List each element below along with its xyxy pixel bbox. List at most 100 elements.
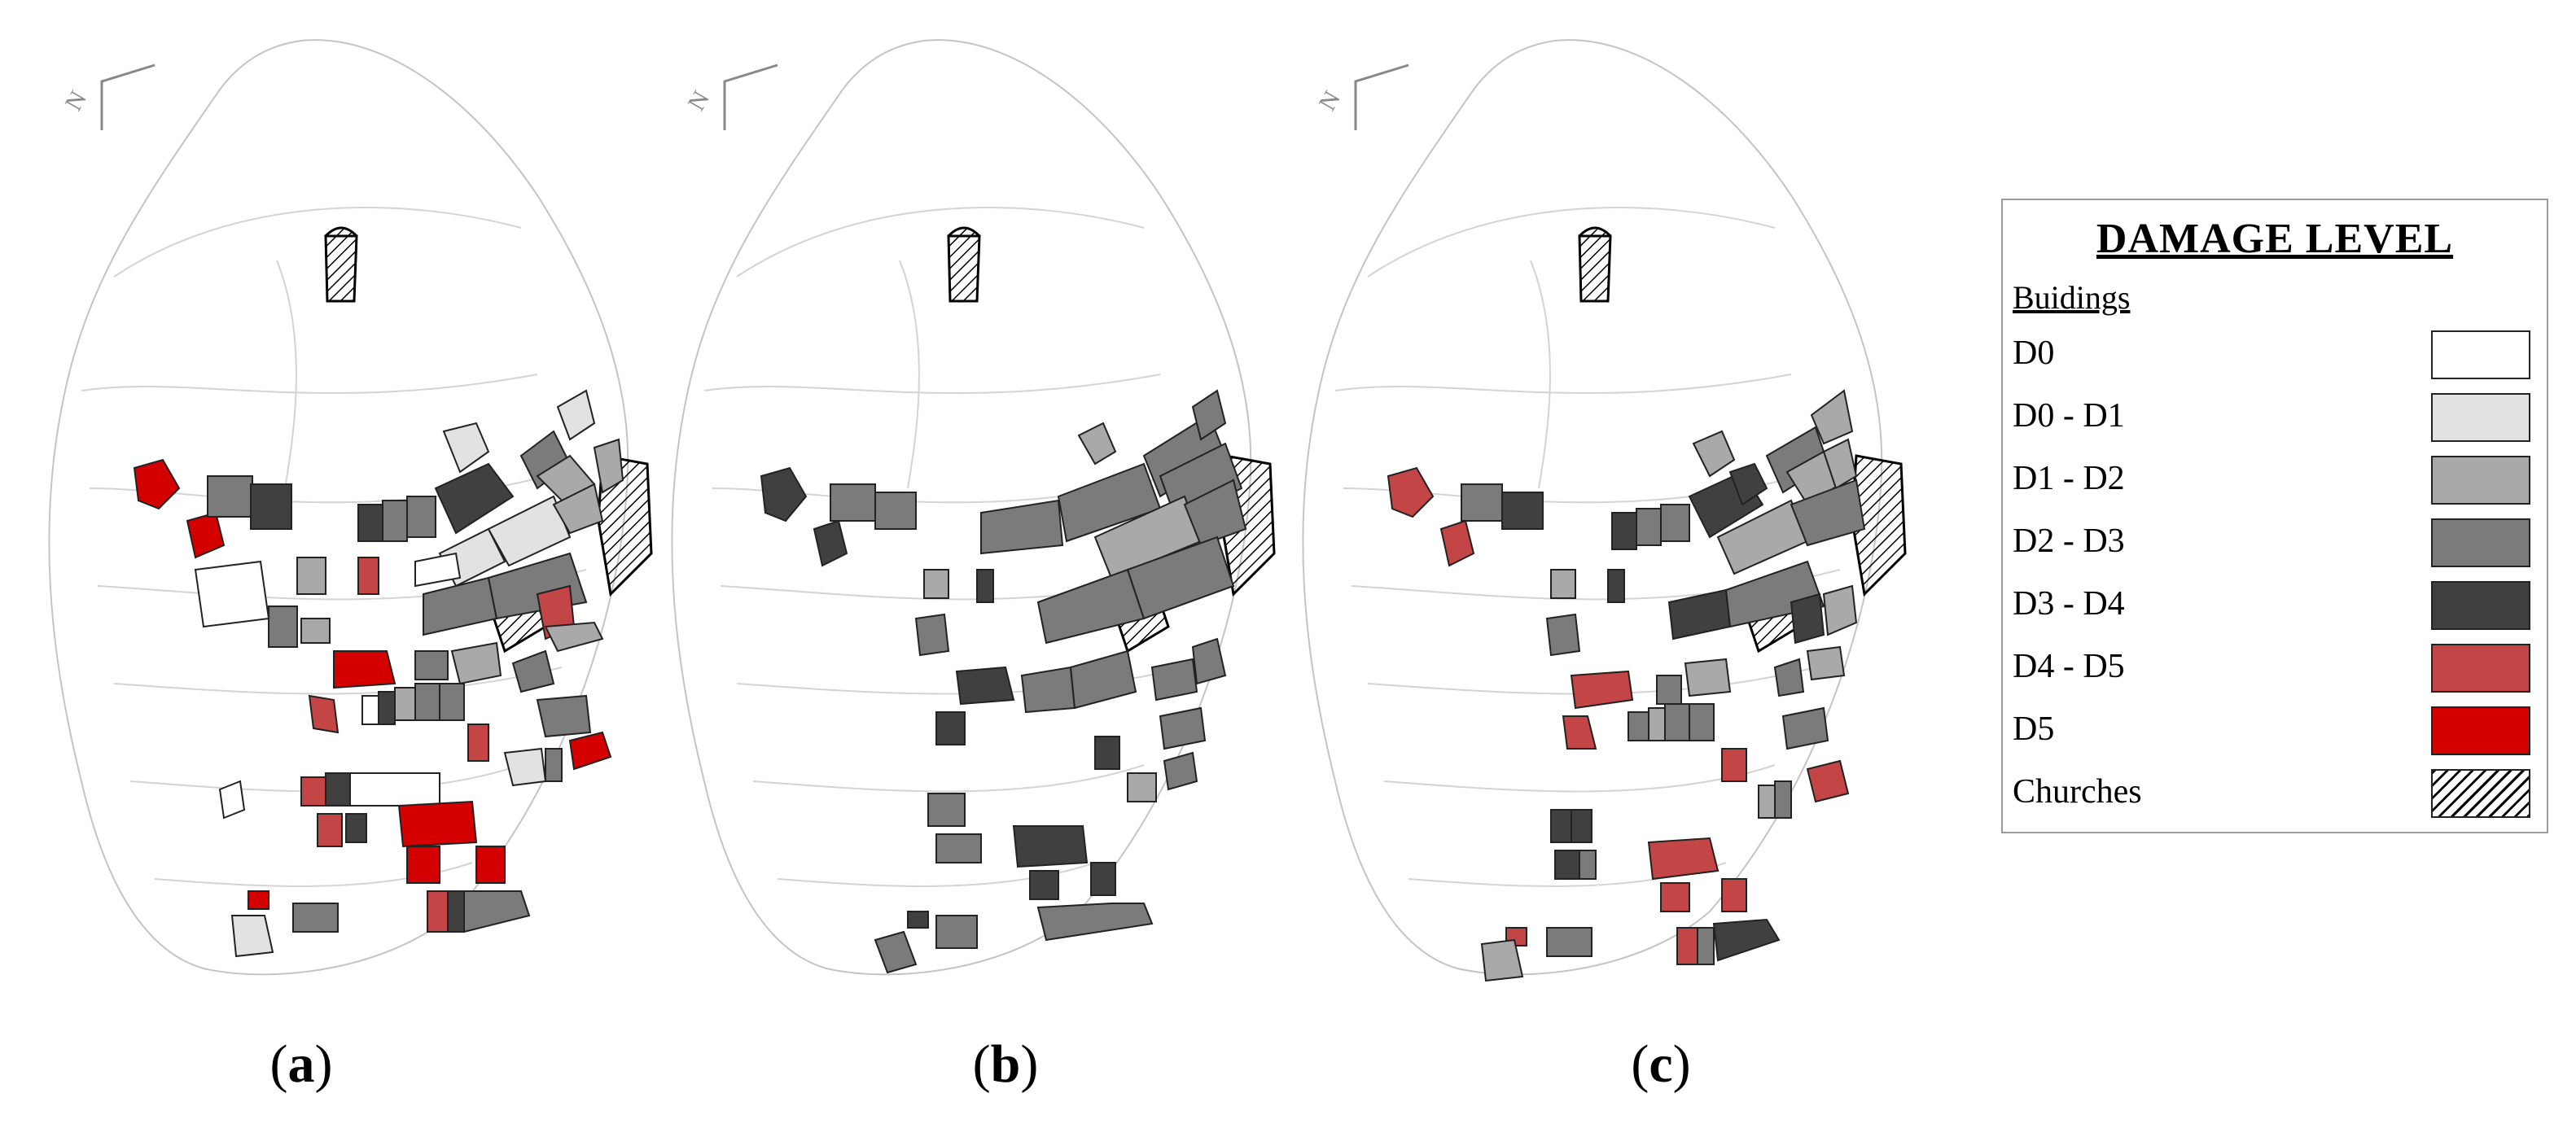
building	[935, 833, 982, 863]
building	[427, 890, 449, 933]
building	[218, 780, 246, 820]
legend-title: DAMAGE LEVEL	[2096, 216, 2454, 262]
map-panel-a: N	[33, 33, 668, 993]
building	[760, 466, 808, 522]
building	[1822, 584, 1858, 636]
building	[1029, 870, 1059, 900]
building	[406, 846, 440, 884]
building	[1697, 927, 1715, 965]
caption-a: (a)	[269, 1034, 333, 1094]
building	[1774, 780, 1792, 819]
building	[552, 483, 604, 535]
legend-swatch	[2431, 644, 2530, 693]
building	[980, 499, 1064, 555]
building	[1090, 862, 1116, 896]
north-label: N	[60, 86, 92, 115]
north-arrow-icon: N	[683, 63, 778, 130]
building	[1191, 637, 1227, 685]
building	[1806, 645, 1846, 681]
building	[186, 511, 226, 559]
building	[1647, 837, 1720, 881]
building	[1183, 479, 1247, 547]
building	[349, 772, 440, 807]
building	[1387, 466, 1435, 518]
building	[268, 605, 298, 648]
building	[976, 569, 994, 603]
building	[1077, 422, 1117, 466]
building	[1721, 748, 1747, 782]
building	[1545, 613, 1581, 657]
building	[250, 483, 292, 530]
buildings-c	[1387, 389, 1866, 982]
legend-item: D0 - D1	[2013, 385, 2530, 447]
building	[230, 915, 274, 958]
building	[361, 695, 379, 725]
building	[1660, 504, 1690, 542]
building	[511, 649, 555, 693]
building	[874, 492, 917, 530]
building	[935, 915, 978, 949]
building	[1611, 512, 1637, 550]
building	[536, 694, 592, 738]
building	[194, 560, 270, 628]
building	[568, 731, 612, 771]
building	[830, 483, 876, 522]
building	[434, 462, 515, 535]
buildings-a	[133, 389, 624, 958]
building	[248, 890, 269, 910]
building	[487, 495, 572, 567]
building	[1191, 389, 1227, 441]
building	[333, 650, 396, 689]
building	[207, 475, 253, 518]
map-panel-b: N	[655, 33, 1290, 993]
building	[467, 724, 489, 762]
building	[397, 800, 478, 848]
building	[414, 552, 462, 588]
building	[914, 613, 950, 657]
building	[1728, 462, 1768, 506]
legend-item: D5	[2013, 698, 2530, 760]
buildings-b	[760, 389, 1247, 974]
building	[1439, 519, 1475, 567]
building	[1656, 675, 1682, 705]
district-map-a: N	[48, 39, 653, 976]
building	[133, 458, 181, 510]
building	[414, 683, 440, 721]
building	[1684, 658, 1732, 697]
building	[1550, 569, 1576, 599]
building	[325, 772, 351, 807]
building	[1570, 670, 1634, 710]
building	[503, 747, 547, 787]
building	[1628, 711, 1649, 741]
building	[423, 576, 498, 636]
building	[475, 846, 506, 884]
district-outline	[48, 39, 629, 976]
building	[1012, 825, 1089, 868]
north-label: N	[1314, 86, 1346, 115]
building	[1773, 658, 1805, 697]
building	[927, 793, 966, 827]
building	[378, 691, 396, 725]
building	[300, 776, 326, 807]
building	[1806, 759, 1850, 803]
building	[442, 422, 490, 474]
district-map-b: N	[671, 39, 1276, 976]
building	[923, 569, 949, 599]
building	[1790, 592, 1825, 645]
legend-item: D4 - D5	[2013, 636, 2530, 697]
legend-item-label: Churches	[2013, 773, 2142, 811]
building	[357, 504, 383, 542]
legend-item: D1 - D2	[2013, 448, 2530, 509]
legend-item: D3 - D4	[2013, 573, 2530, 635]
building	[317, 813, 343, 847]
district-map-c: N	[1302, 39, 1907, 982]
legend-swatch	[2431, 706, 2530, 755]
building	[1150, 658, 1198, 702]
building	[593, 438, 624, 494]
building	[308, 694, 340, 734]
building	[406, 496, 436, 538]
district-outline	[671, 39, 1252, 976]
building	[439, 683, 465, 721]
building	[1664, 703, 1690, 741]
